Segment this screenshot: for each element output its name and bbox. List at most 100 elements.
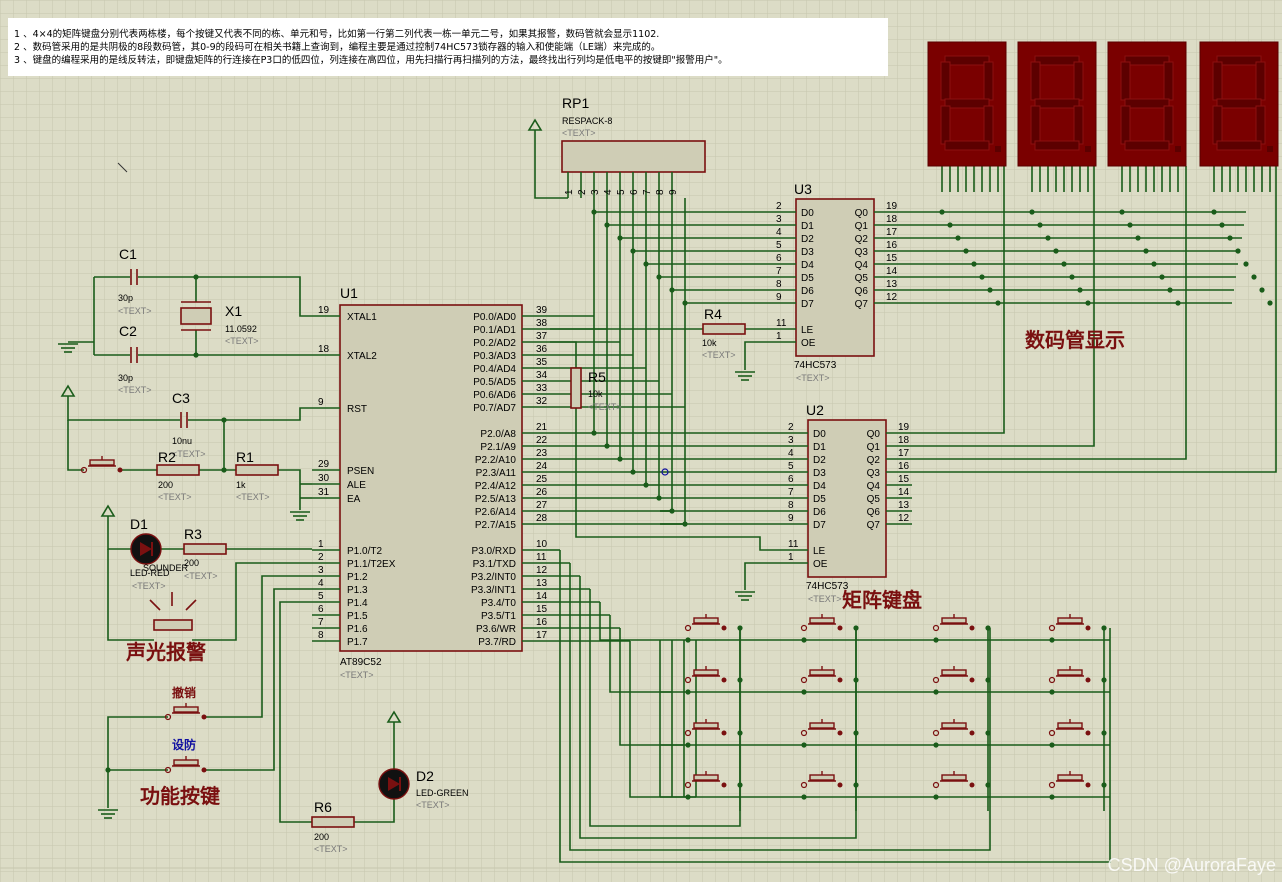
cancel-label: 撤销 [172, 685, 196, 700]
u1-pin-name: P3.2/INT0 [471, 572, 516, 583]
junction [933, 637, 939, 643]
seven-segment-digit-4-segment [1216, 140, 1262, 151]
junction [1069, 274, 1075, 280]
r6-resistor [311, 816, 355, 828]
u1-pin-number: 38 [536, 318, 548, 329]
u2-pin-name: D6 [813, 507, 826, 518]
u1-pin-name: P2.2/A10 [475, 455, 517, 466]
wire [912, 166, 1005, 434]
u2-pin-name: Q5 [867, 494, 881, 505]
u3-pin-name: D1 [801, 221, 814, 232]
u1-pin-name: XTAL2 [347, 351, 377, 362]
d1-led [140, 542, 152, 556]
r5-ref: R5 [588, 369, 606, 385]
function-keys-section-label: 功能按键 [140, 784, 220, 808]
buzzer-value: SOUNDER [143, 563, 189, 573]
keypad-key-r3-c2 [809, 722, 835, 729]
u1-pin-number: 21 [536, 422, 548, 433]
seven-segment-digit-3-segment [1120, 61, 1131, 101]
wire [609, 615, 672, 693]
junction [987, 287, 993, 293]
u1-value: AT89C52 [340, 657, 382, 668]
junction [1235, 248, 1241, 254]
junction [1119, 209, 1125, 215]
wire [205, 588, 312, 771]
keypad-key-r2-c4 [1085, 677, 1091, 683]
u3-pin-name: Q7 [855, 299, 869, 310]
junction [1077, 287, 1083, 293]
r2-resistor [156, 464, 200, 476]
junction [1135, 235, 1141, 241]
buzzer-sound-wave [185, 599, 197, 611]
keypad-key-r4-c2 [837, 782, 843, 788]
junction [985, 730, 991, 736]
junction [1061, 261, 1067, 267]
power-symbol [100, 504, 116, 517]
wire [107, 549, 154, 641]
wire [67, 420, 84, 471]
u2-pin-name: D4 [813, 481, 826, 492]
arm-button [201, 767, 207, 773]
u2-pin-number: 12 [898, 513, 910, 524]
junction [221, 417, 227, 423]
u1-pin-number: 10 [536, 539, 548, 550]
keypad-key-r4-c4 [1085, 782, 1091, 788]
u1-pin-name: P2.6/A14 [475, 507, 517, 518]
d2-ref: D2 [416, 768, 434, 784]
junction [1053, 248, 1059, 254]
rp1-pin-number: 5 [616, 189, 627, 195]
u1-pin-name: P0.2/AD2 [473, 338, 516, 349]
u1-pin-number: 24 [536, 461, 548, 472]
keypad-key-r2-c2 [837, 677, 843, 683]
u2-pin-name: Q2 [867, 455, 881, 466]
buzzer-sound-wave [149, 599, 161, 611]
u1-pin-number: 19 [318, 305, 330, 316]
junction [1101, 625, 1107, 631]
seven-segment-digit-4-segment [1255, 105, 1266, 145]
keypad-key-r3-c1 [693, 722, 719, 729]
u3-pin-name: D7 [801, 299, 814, 310]
keypad-key-r4-c1 [721, 782, 727, 788]
keypad-key-r2-c3 [941, 669, 967, 676]
u2-pin-name: Q6 [867, 507, 881, 518]
seven-segment-digit-3-segment [1124, 98, 1170, 109]
u1-pin-name: P0.5/AD5 [473, 377, 516, 388]
junction [1243, 261, 1249, 267]
u1-pin-number: 2 [318, 552, 324, 563]
u1-pin-name: P2.7/A15 [475, 520, 517, 531]
wire [354, 799, 395, 823]
u3-pin-number: 2 [776, 201, 782, 212]
watermark: CSDN @AuroraFaye [1107, 855, 1276, 875]
junction [1049, 794, 1055, 800]
text-placeholder: <TEXT> [118, 306, 152, 316]
seven-segment-digit-1-segment [983, 61, 994, 101]
junction [669, 508, 675, 514]
u2-pin-number: 9 [788, 513, 794, 524]
wire [589, 589, 741, 827]
u2-pin-number: 14 [898, 487, 910, 498]
seven-segment-digit-4-segment [1216, 55, 1262, 66]
u3-value: 74HC573 [794, 360, 837, 371]
junction [105, 767, 111, 773]
u2-pin-name: D7 [813, 520, 826, 531]
c3-value: 10nu [172, 436, 192, 446]
keypad-key-r2-c3 [932, 676, 940, 684]
u1-pin-name: P1.0/T2 [347, 546, 382, 557]
u2-pin-name: OE [813, 559, 828, 570]
junction [591, 430, 597, 436]
junction [1049, 689, 1055, 695]
display-section-label: 数码管显示 [1025, 328, 1125, 352]
u1-pin-number: 5 [318, 591, 324, 602]
u1-pin-name: P0.6/AD6 [473, 390, 516, 401]
keypad-key-r4-c4 [1057, 774, 1083, 781]
seven-segment-digit-3-segment [1163, 105, 1174, 145]
r5-resistor [570, 367, 582, 409]
u2-pin-number: 17 [898, 448, 910, 459]
c1-ref: C1 [119, 246, 137, 262]
u1-pin-name: XTAL1 [347, 312, 377, 323]
u3-pin-name: Q4 [855, 260, 869, 271]
u3-pin-name: Q5 [855, 273, 869, 284]
seven-segment-digit-2-segment [1034, 140, 1080, 151]
u1-pin-name: ALE [347, 480, 366, 491]
seven-segment-digit-3-segment [1124, 55, 1170, 66]
